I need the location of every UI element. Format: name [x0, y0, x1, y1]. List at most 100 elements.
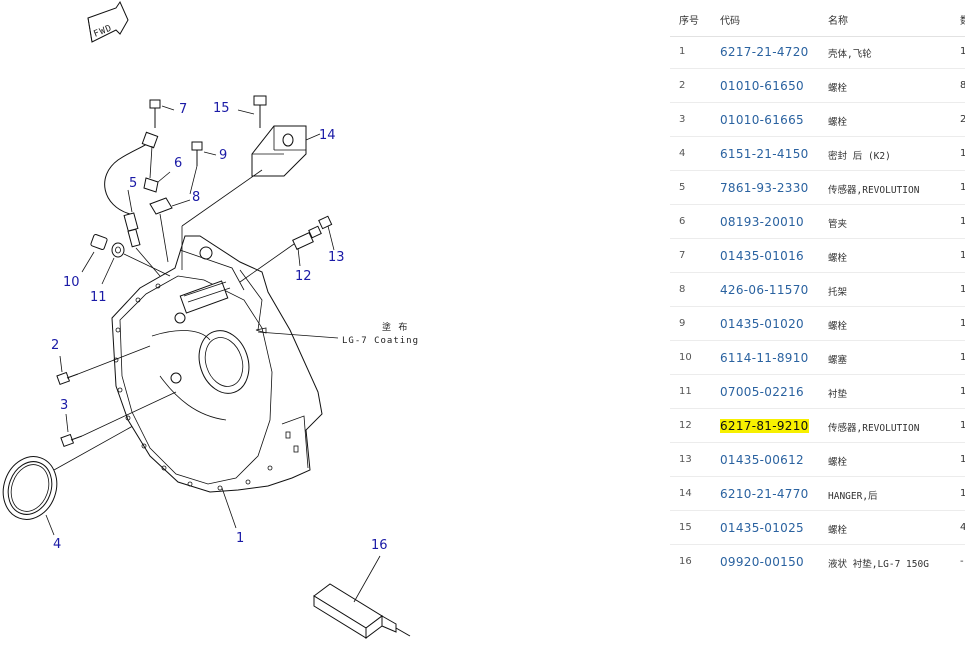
part-code-link[interactable]: 01435-01025 — [720, 521, 804, 535]
part-name: 密封 后 (K2) — [828, 151, 891, 162]
callout-7: 7 — [179, 102, 187, 117]
part-code-link[interactable]: 6210-21-4770 — [720, 487, 809, 501]
row-no: 12 — [679, 420, 692, 431]
row-no: 10 — [679, 352, 692, 363]
bolt-part-15 — [237, 95, 267, 128]
part-qty: 1 — [960, 420, 965, 431]
part-qty: 1 — [960, 386, 965, 397]
table-row: 10 6114-11-8910 螺塞 1 — [670, 340, 965, 375]
part-qty: 1 — [960, 182, 965, 193]
row-no: 15 — [679, 522, 692, 533]
bolt-part-7 — [149, 99, 175, 128]
part-qty: 1 — [960, 352, 965, 363]
coating-note: 塗 布 LG-7 Coating — [255, 321, 419, 346]
part-code-link[interactable]: 426-06-11570 — [720, 283, 809, 297]
table-row: 2 01010-61650 螺栓 8 — [670, 68, 965, 103]
part-code-link[interactable]: 6217-21-4720 — [720, 45, 809, 59]
part-qty: 1 — [960, 318, 965, 329]
part-qty: - — [960, 556, 964, 567]
part-code-link-highlighted[interactable]: 6217-81-9210 — [720, 419, 809, 433]
part-code-link[interactable]: 01010-61650 — [720, 79, 804, 93]
liquid-gasket-part-16 — [313, 555, 411, 639]
header-name: 名称 — [828, 16, 848, 27]
row-no: 4 — [679, 148, 686, 159]
row-no: 11 — [679, 386, 692, 397]
row-no: 1 — [679, 46, 686, 57]
row-no: 9 — [679, 318, 686, 329]
table-row: 9 01435-01020 螺栓 1 — [670, 306, 965, 341]
sensor-part-5 — [104, 139, 161, 277]
part-code-link[interactable]: 01435-01020 — [720, 317, 804, 331]
part-code-link[interactable]: 01010-61665 — [720, 113, 804, 127]
row-no: 13 — [679, 454, 692, 465]
part-name: 螺栓 — [828, 253, 848, 264]
part-code-link[interactable]: 09920-00150 — [720, 555, 804, 569]
table-row: 4 6151-21-4150 密封 后 (K2) 1 — [670, 136, 965, 171]
part-code-link[interactable]: 01435-00612 — [720, 453, 804, 467]
hanger-part-14 — [181, 125, 321, 270]
part-qty: 1 — [960, 46, 965, 57]
row-no: 7 — [679, 250, 686, 261]
table-row: 11 07005-02216 衬垫 1 — [670, 374, 965, 409]
part-name: 螺塞 — [828, 355, 848, 366]
fwd-arrow-icon: FWD — [87, 0, 129, 43]
part-name: 管夹 — [828, 219, 848, 230]
callout-16: 16 — [371, 538, 388, 553]
row-no: 8 — [679, 284, 686, 295]
callout-1: 1 — [236, 531, 244, 546]
callout-3: 3 — [60, 398, 68, 413]
table-row: 3 01010-61665 螺栓 2 — [670, 102, 965, 137]
coating-label-cn: 塗 布 — [382, 321, 408, 333]
table-row: 13 01435-00612 螺栓 1 — [670, 442, 965, 477]
table-header: 序号 代码 名称 数 — [670, 0, 965, 37]
table-row: 1 6217-21-4720 壳体,飞轮 1 — [670, 34, 965, 69]
table-row: 5 7861-93-2330 传感器,REVOLUTION 1 — [670, 170, 965, 205]
part-code-link[interactable]: 07005-02216 — [720, 385, 804, 399]
part-code-link[interactable]: 6114-11-8910 — [720, 351, 809, 365]
part-code-link[interactable]: 6151-21-4150 — [720, 147, 809, 161]
table-row: 7 01435-01016 螺栓 1 — [670, 238, 965, 273]
part-qty: 1 — [960, 454, 965, 465]
row-no: 5 — [679, 182, 686, 193]
callout-15: 15 — [213, 101, 230, 116]
table-row: 8 426-06-11570 托架 1 — [670, 272, 965, 307]
part-name: 传感器,REVOLUTION — [828, 185, 920, 196]
part-qty: 1 — [960, 216, 965, 227]
table-row: 14 6210-21-4770 HANGER,后 1 — [670, 476, 965, 511]
row-no: 2 — [679, 80, 686, 91]
row-no: 6 — [679, 216, 686, 227]
table-row: 16 09920-00150 液状 衬垫,LG-7 150G - — [670, 544, 965, 578]
part-name: 螺栓 — [828, 117, 848, 128]
bolt-part-2 — [56, 345, 151, 386]
header-code: 代码 — [720, 16, 740, 27]
part-code-link[interactable]: 01435-01016 — [720, 249, 804, 263]
part-code-link[interactable]: 08193-20010 — [720, 215, 804, 229]
part-qty: 8 — [960, 80, 965, 91]
callout-10: 10 — [63, 275, 80, 290]
callout-14: 14 — [319, 128, 336, 143]
part-code-link[interactable]: 7861-93-2330 — [720, 181, 809, 195]
part-name: 螺栓 — [828, 525, 848, 536]
coating-label: LG-7 Coating — [342, 336, 419, 346]
part-qty: 2 — [960, 114, 965, 125]
table-row-highlighted: 12 6217-81-9210 传感器,REVOLUTION 1 — [670, 408, 965, 443]
bolt-part-3 — [60, 391, 177, 448]
gasket-part-11 — [101, 242, 171, 285]
callout-9: 9 — [219, 148, 227, 163]
callout-4: 4 — [53, 537, 61, 552]
bracket-part-8 — [149, 197, 191, 263]
parts-table: 序号 代码 名称 数 1 6217-21-4720 壳体,飞轮 1 2 0101… — [670, 0, 965, 662]
part-name: 螺栓 — [828, 321, 848, 332]
part-name: 托架 — [828, 287, 848, 298]
row-no: 16 — [679, 556, 692, 567]
part-qty: 1 — [960, 250, 965, 261]
callout-12: 12 — [295, 269, 312, 284]
exploded-view-drawing: FWD — [2, 0, 419, 639]
callout-8: 8 — [192, 190, 200, 205]
part-name: 液状 衬垫,LG-7 150G — [828, 559, 929, 570]
bolt-part-13 — [318, 215, 335, 251]
callout-5: 5 — [129, 176, 137, 191]
part-name: 螺栓 — [828, 83, 848, 94]
part-name: 壳体,飞轮 — [828, 49, 872, 60]
part-qty: 1 — [960, 148, 965, 159]
